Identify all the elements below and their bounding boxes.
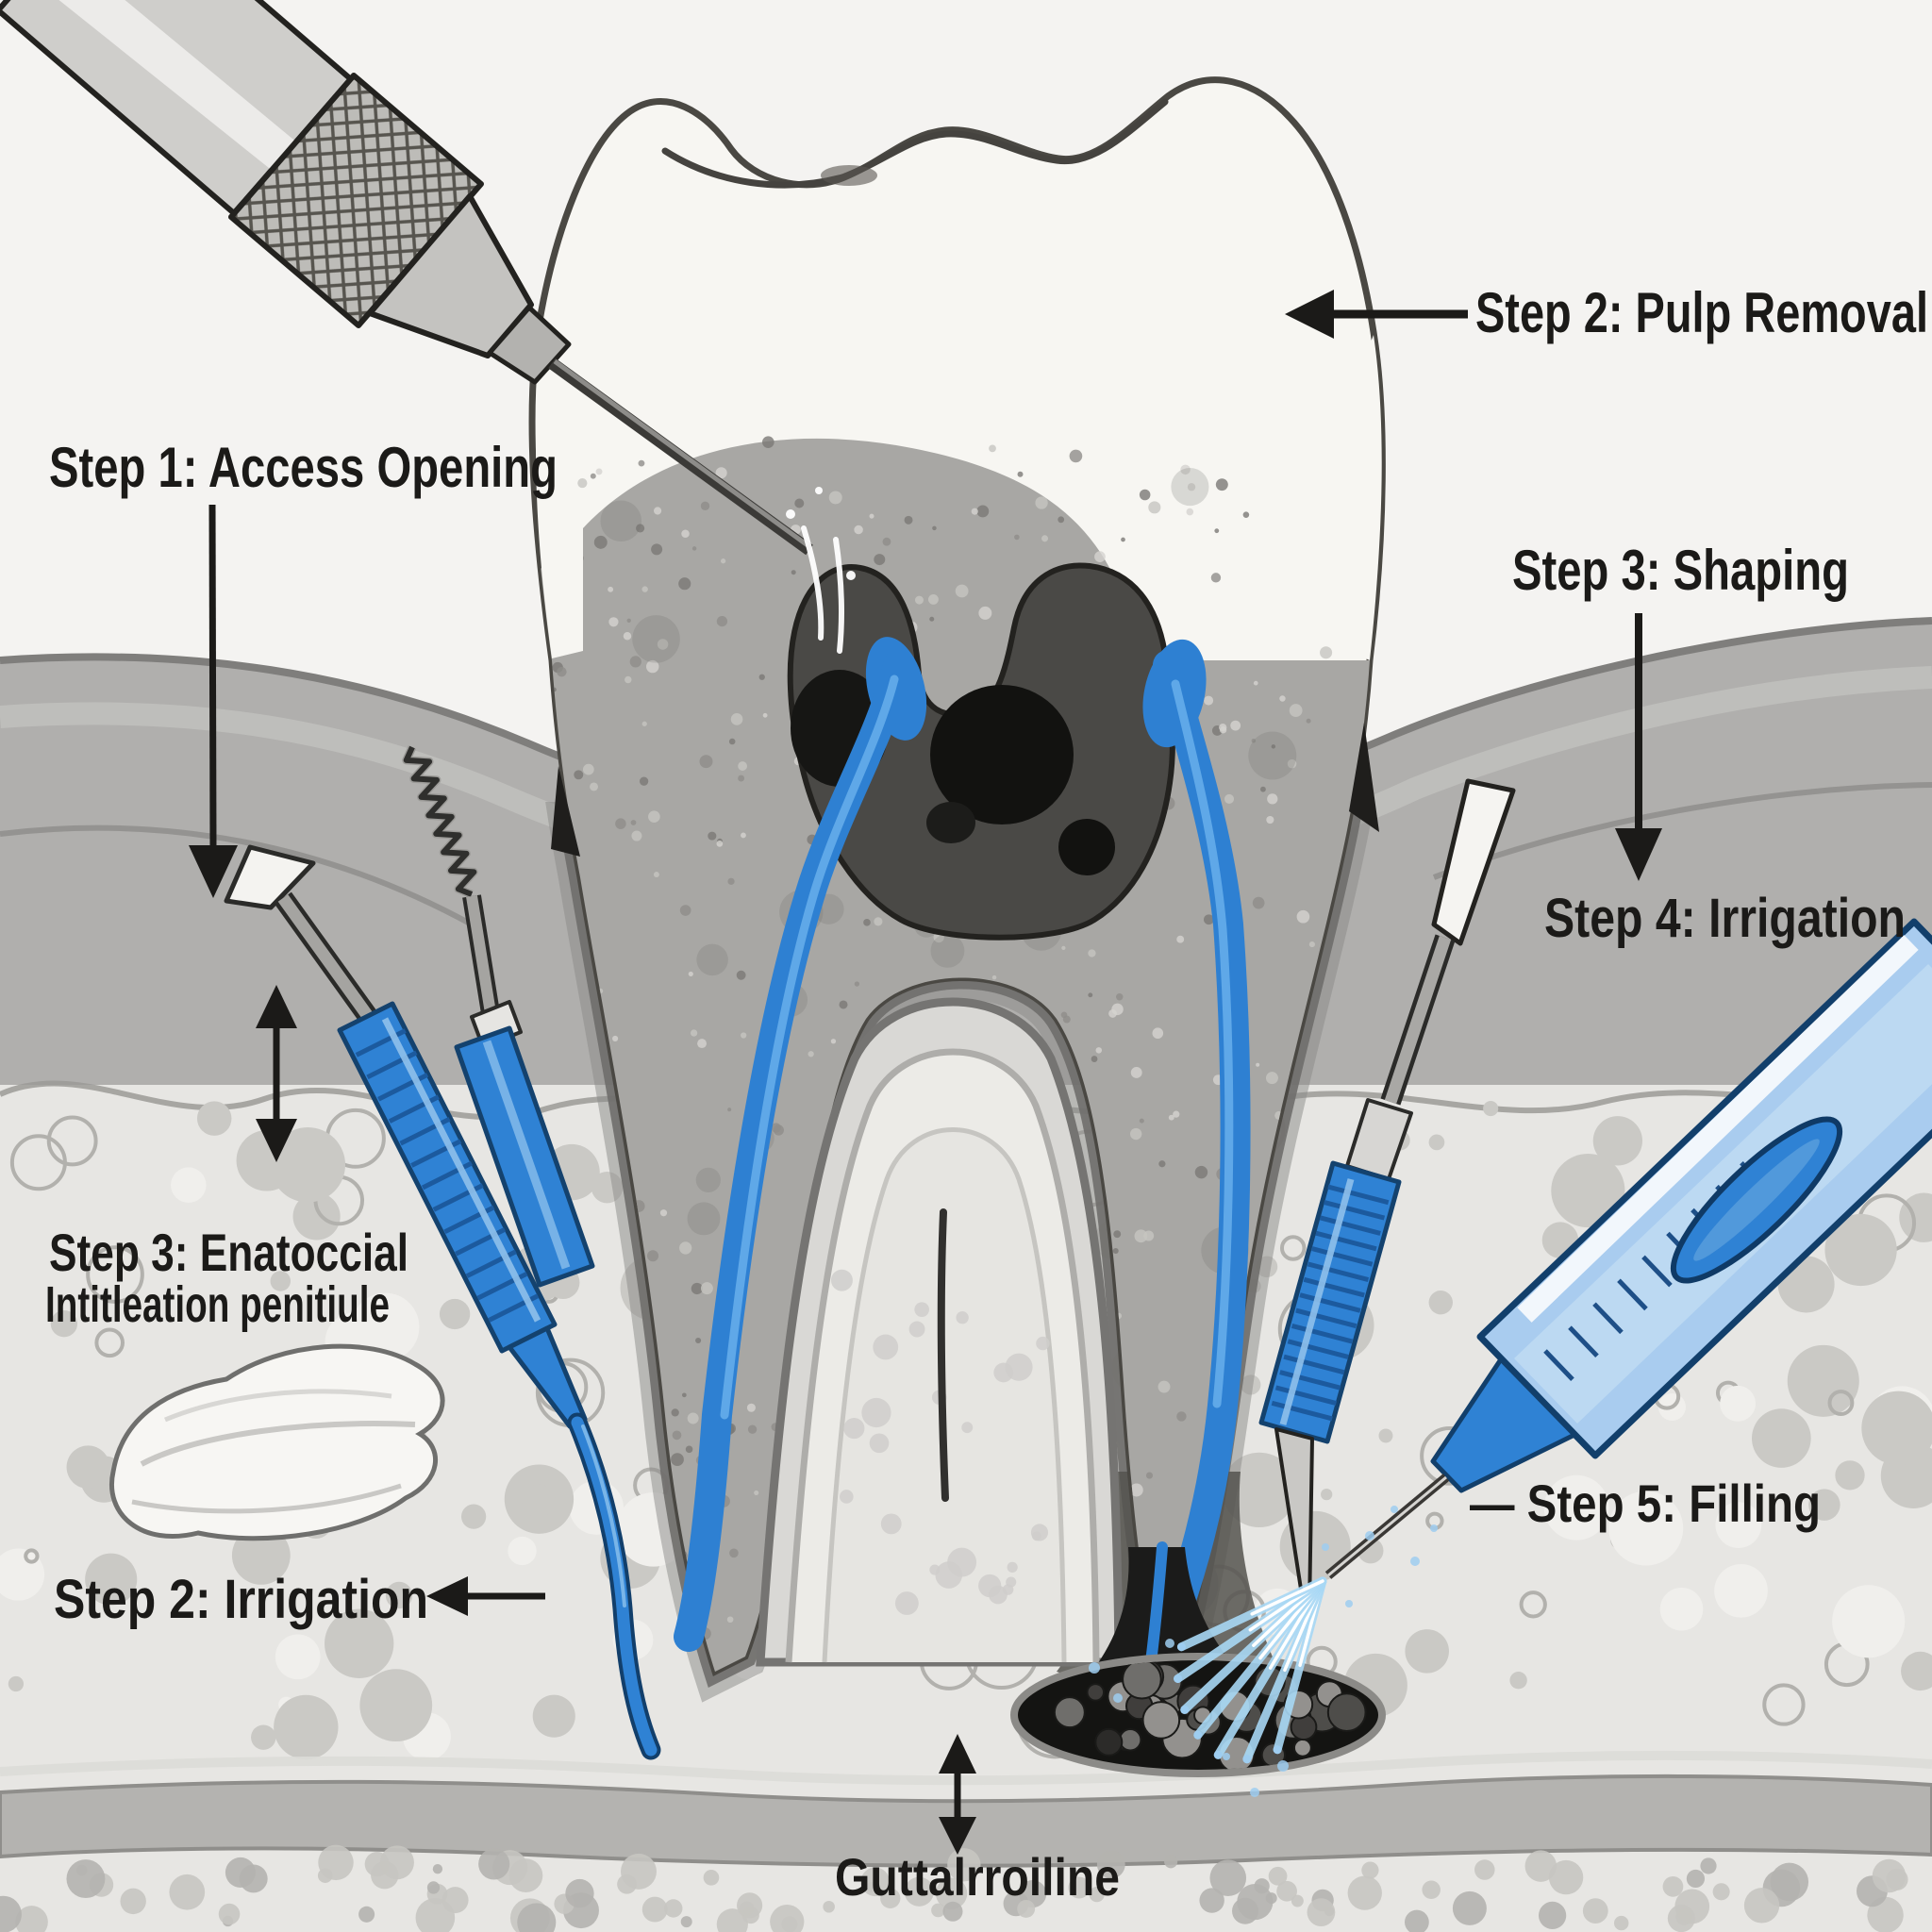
down-arrow-icon bbox=[1615, 613, 1662, 881]
label-step5-filling: — Step 5: Filling bbox=[1470, 1474, 1821, 1533]
left-arrow-icon bbox=[426, 1576, 545, 1616]
drill-spray-sparkle bbox=[786, 487, 856, 654]
barbed-broach-icon bbox=[402, 745, 595, 1288]
trabecular-bone-texture-lower bbox=[0, 1844, 1908, 1932]
endodontic-file-icon bbox=[1258, 778, 1516, 1611]
label-step1: Step 1: Access Opening bbox=[49, 436, 558, 499]
canal-right-highlight bbox=[1171, 679, 1234, 1408]
annotation-arrows bbox=[189, 290, 1662, 1855]
label-gutta: Guttalrroiline bbox=[835, 1847, 1120, 1907]
label-step3-left-line2: Intitleation penitiule bbox=[45, 1276, 390, 1333]
nutrient-canal bbox=[937, 1208, 949, 1502]
double-vertical-arrow-icon bbox=[256, 985, 297, 1162]
spreader-cable bbox=[571, 1416, 658, 1757]
enamel-right-flank bbox=[1170, 335, 1382, 660]
label-step2-pulp-removal: Step 2: Pulp Removal bbox=[1475, 281, 1928, 344]
enamel-left-flank bbox=[536, 330, 583, 658]
central-pit bbox=[821, 165, 877, 186]
spray-icon bbox=[1089, 1506, 1438, 1797]
label-step3-shaping: Step 3: Shaping bbox=[1512, 539, 1849, 602]
dental-drill-icon bbox=[0, 0, 856, 654]
syringe-nozzle bbox=[1430, 1357, 1577, 1493]
spreader-icon bbox=[224, 844, 661, 1760]
tooth-cross-section bbox=[528, 76, 1386, 1687]
file-tip bbox=[1431, 778, 1516, 946]
left-arrow-icon bbox=[1285, 290, 1468, 339]
label-step2-irrigation: Step 2: Irrigation bbox=[54, 1569, 428, 1630]
double-vertical-arrow-icon bbox=[939, 1734, 976, 1855]
down-arrow-icon bbox=[189, 504, 238, 898]
labels: Step 1: Access Opening Step 2: Pulp Remo… bbox=[45, 281, 1928, 1907]
gingival-sulcus-left bbox=[551, 766, 580, 857]
label-step4-irrigation: Step 4: Irrigation bbox=[1544, 888, 1906, 949]
syringe-icon bbox=[1324, 918, 1932, 1579]
furcation-bone bbox=[756, 997, 1124, 1667]
spreader-tip bbox=[224, 844, 316, 910]
root-canals bbox=[674, 637, 1251, 1652]
canal-left-highlight bbox=[720, 675, 899, 1420]
label-step3-left-line1: Step 3: Enatoccial bbox=[49, 1223, 408, 1282]
gingival-sulcus-right bbox=[1349, 723, 1379, 832]
cotton-gauze-icon bbox=[109, 1343, 445, 1541]
